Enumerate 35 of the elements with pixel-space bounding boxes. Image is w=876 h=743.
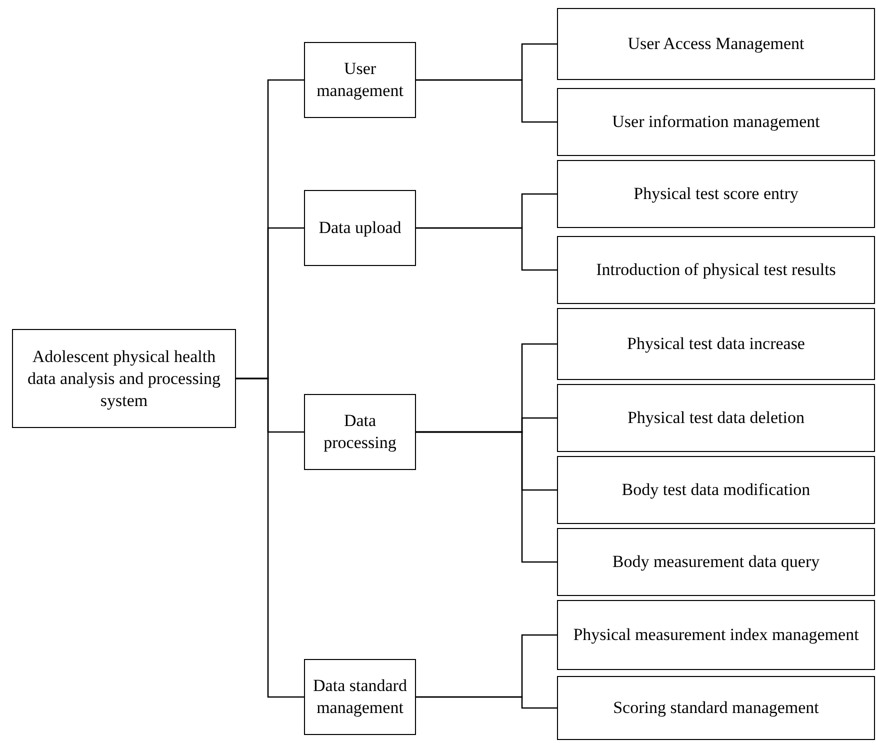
- box: [12, 329, 236, 428]
- box-label: User management: [316, 58, 404, 102]
- box-label: Adolescent physical health data analysis and processing system: [26, 346, 222, 412]
- box: [557, 600, 875, 670]
- box: [557, 456, 875, 524]
- box-label: Body measurement data query: [612, 551, 820, 573]
- box: [304, 659, 416, 735]
- box-label: Physical test score entry: [634, 183, 798, 205]
- connector-line: [416, 79, 557, 123]
- box-label: Physical measurement index management: [573, 624, 859, 646]
- box-label: User information management: [612, 111, 820, 133]
- connector-line: [416, 696, 557, 709]
- box: [557, 384, 875, 452]
- box-label: Data processing: [322, 410, 398, 454]
- connector-line: [236, 378, 304, 698]
- box-label: Physical test data deletion: [627, 407, 805, 429]
- box: [557, 8, 875, 80]
- box: [557, 88, 875, 156]
- box-label: Physical test data increase: [627, 333, 805, 355]
- box: [304, 394, 416, 470]
- box-label: Scoring standard management: [613, 697, 819, 719]
- box-label: Data upload: [318, 217, 402, 239]
- connector-line: [416, 227, 557, 271]
- box-label: Body test data modification: [622, 479, 810, 501]
- box-label: Introduction of physical test results: [596, 259, 836, 281]
- box: [557, 676, 875, 740]
- box: [557, 528, 875, 596]
- box: [557, 236, 875, 304]
- box: [304, 190, 416, 266]
- connector-line: [416, 431, 557, 563]
- box-label: Data standard management: [313, 675, 407, 719]
- box: [304, 42, 416, 118]
- box-label: User Access Management: [628, 33, 804, 55]
- box: [557, 308, 875, 380]
- box: [557, 160, 875, 228]
